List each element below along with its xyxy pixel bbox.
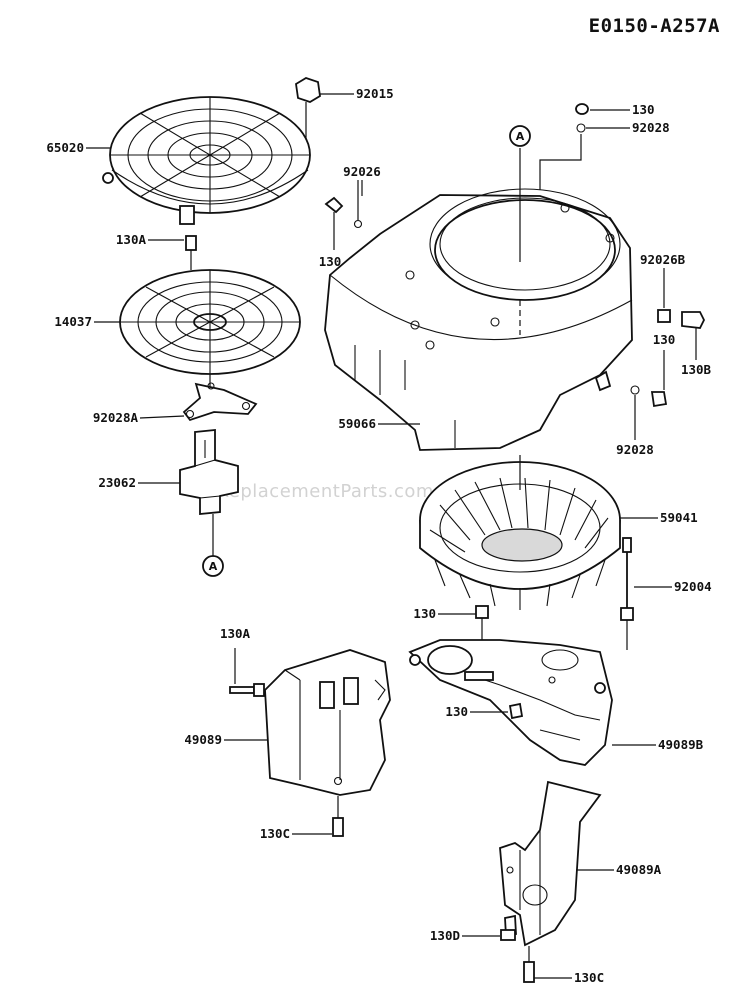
part-label-130-top: 130 <box>632 102 655 117</box>
part-label-49089b: 49089B <box>658 737 704 752</box>
flywheel-icon <box>419 461 621 610</box>
reference-mark-a-upper: A <box>509 125 531 147</box>
bolt-130-housing-left-icon <box>324 180 363 250</box>
ref-letter: A <box>209 560 218 573</box>
part-label-92028-top: 92028 <box>632 120 670 135</box>
part-label-92028-right: 92028 <box>616 442 654 457</box>
screw-130a-icon <box>185 235 197 270</box>
part-label-49089: 49089 <box>184 732 222 747</box>
part-label-130c-bottom: 130C <box>574 970 604 985</box>
bolt-130c-upper-icon <box>332 796 344 837</box>
part-label-59066: 59066 <box>338 416 376 431</box>
part-label-92028a: 92028A <box>93 410 139 425</box>
part-label-130a-upper: 130A <box>116 232 147 247</box>
bolt-130c-bottom-icon <box>523 946 535 983</box>
baffle-49089-icon <box>264 649 391 796</box>
part-label-130d: 130D <box>430 928 460 943</box>
bolt-130-baffle-top-icon <box>475 605 489 650</box>
bolt-130d-icon <box>500 914 517 941</box>
ref-letter: A <box>516 130 525 143</box>
part-label-92026b: 92026B <box>640 252 686 267</box>
reference-mark-a-lower: A <box>202 555 224 577</box>
part-label-130-left: 130 <box>319 254 342 269</box>
part-label-130-baffle-top: 130 <box>413 606 436 621</box>
part-labels: 92015 65020 130A 14037 92028A 23062 130 … <box>46 86 711 985</box>
bolt-92015-icon <box>295 77 321 140</box>
bolt-130a-lower-icon <box>229 648 265 697</box>
part-label-130b: 130B <box>681 362 712 377</box>
part-label-59041: 59041 <box>660 510 698 525</box>
stud-92004-icon <box>620 537 634 621</box>
bolt-130-housing-top-icon <box>539 103 589 190</box>
washer-92026b-icon <box>657 309 706 329</box>
bolt-130-baffle-mid-icon <box>508 702 524 720</box>
bracket-92028a-icon <box>182 382 258 422</box>
part-label-92015: 92015 <box>356 86 394 101</box>
bolt-130-housing-right-icon <box>594 370 668 408</box>
baffle-49089a-icon <box>499 780 602 947</box>
part-label-130-baffle-mid: 130 <box>445 704 468 719</box>
part-label-23062: 23062 <box>98 475 136 490</box>
part-label-130c-upper: 130C <box>260 826 290 841</box>
leader-lines <box>86 93 697 979</box>
part-label-130a-lower: 130A <box>220 626 251 641</box>
blower-housing-icon <box>324 188 633 451</box>
bracket-23062-icon <box>179 429 239 515</box>
part-label-92004: 92004 <box>674 579 712 594</box>
watermark: eReplacementParts.com <box>205 481 434 502</box>
part-label-14037: 14037 <box>54 314 92 329</box>
part-label-130-right: 130 <box>653 332 676 347</box>
part-label-49089a: 49089A <box>616 862 662 877</box>
fan-guard-screen-icon <box>102 96 311 225</box>
diagram-code: E0150-A257A <box>589 15 720 37</box>
part-label-65020: 65020 <box>46 140 84 155</box>
baffle-49089b-icon <box>408 639 613 766</box>
screen-14037-icon <box>119 269 301 375</box>
part-label-92026: 92026 <box>343 164 381 179</box>
